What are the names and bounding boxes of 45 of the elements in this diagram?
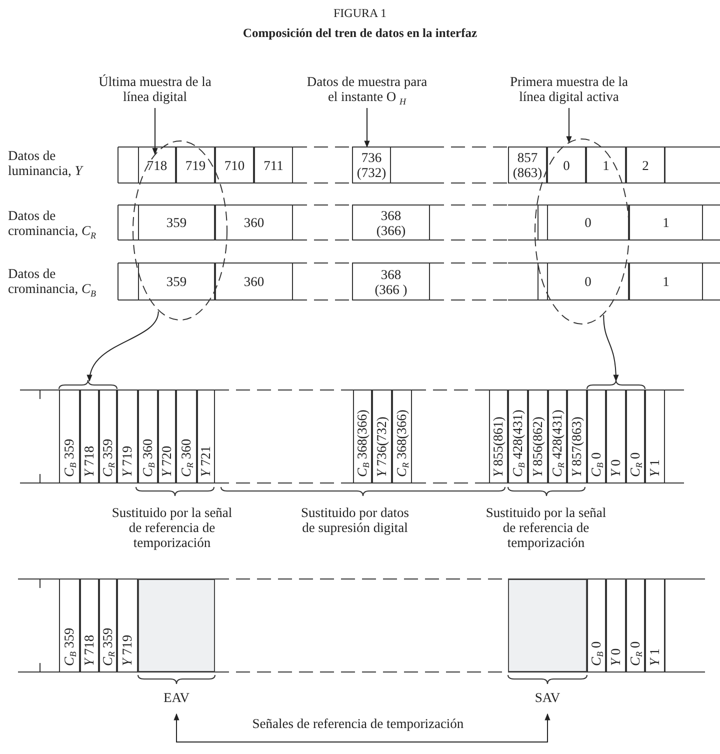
data-cell: Y 0 — [606, 579, 626, 672]
brace-label: Sustituido por la señal de referencia de temporización — [110, 505, 234, 550]
data-cell: Y 855(861) — [489, 390, 508, 483]
data-cell: Y 0 — [606, 390, 626, 483]
arrow — [88, 310, 159, 382]
data-cell: Y 857(863) — [567, 390, 587, 483]
row-label: Datos de crominancia, C$_{B}$ — [8, 266, 97, 296]
block-label: EAV — [162, 690, 190, 705]
data-cell: Y 721 — [197, 390, 215, 483]
callout-text: Datos de muestra para el instante O $_{H}$ — [305, 74, 429, 106]
data-cell: 368 (366 ) — [352, 263, 430, 300]
diagram-title: Composición del tren de datos en la interfaz — [242, 26, 478, 42]
data-cell: 2 — [626, 147, 665, 183]
bracket-arrow — [174, 713, 358, 742]
arrow — [152, 108, 158, 155]
row-label: Datos de luminancia, Y — [8, 148, 84, 178]
callout-text: Primera muestra de la línea digital activa — [505, 74, 633, 106]
callout-text: Última muestra de la línea digital — [98, 74, 212, 106]
brace-label: Sustituido por la señal de referencia de temporización — [484, 505, 608, 550]
data-cell: Y 1 — [645, 390, 665, 483]
data-cell: Y 718 — [80, 390, 99, 483]
data-cell: 360 — [215, 205, 293, 240]
data-cell: 360 — [215, 263, 293, 300]
arrow — [566, 108, 572, 144]
bracket-arrow — [358, 713, 550, 742]
arrow — [364, 108, 370, 148]
figure-number: FIGURA 1 — [332, 6, 388, 21]
data-cell: 711 — [254, 147, 293, 183]
data-cell: 710 — [215, 147, 254, 183]
data-cell: 368 (366) — [352, 205, 430, 240]
brace-label: Sustituido por datos de supresión digital — [300, 505, 410, 535]
data-cell: 857 (863) — [508, 147, 547, 183]
arrow — [603, 314, 619, 382]
data-cell: Y 1 — [645, 579, 665, 672]
data-cell: Y 856(862) — [528, 390, 548, 483]
data-cell: Y 719 — [117, 390, 138, 483]
row-label: Datos de crominancia, C$_{R}$ — [8, 208, 97, 238]
block-label: SAV — [534, 690, 562, 705]
data-cell: Y 736(732) — [372, 390, 392, 483]
data-cell: 1 — [629, 205, 703, 240]
data-cell: 1 — [629, 263, 703, 300]
data-cell: Y 720 — [158, 390, 176, 483]
data-cell: 736 (732) — [352, 147, 391, 183]
data-cell: Y 718 — [80, 579, 99, 672]
callout-text: Señales de referencia de temporización — [230, 716, 486, 734]
